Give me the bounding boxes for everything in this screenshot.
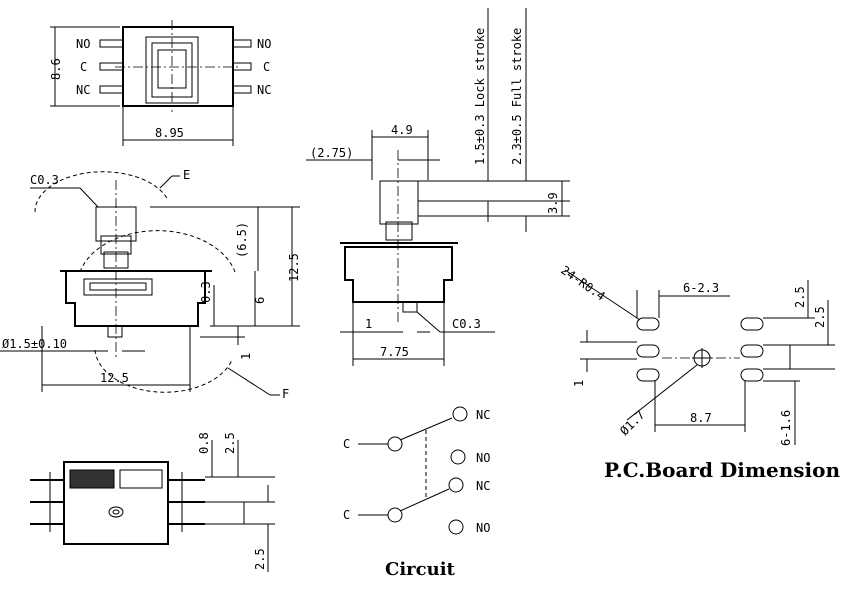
pcb-dim-25a: 2.5 [793,286,807,308]
circuit-title: Circuit [385,559,456,580]
pcb-slots: 6-2.3 [683,281,719,295]
side-chamfer: C0.3 [30,173,59,187]
pcb-title: P.C.Board Dimension [604,458,840,482]
circuit-no1-contact [450,449,466,465]
side-pin [107,325,123,338]
label-nc-right: NC [257,83,271,97]
circuit-c2-contact [387,507,403,523]
pcb-dim-87: 8.7 [690,411,712,425]
circuit-nc1-contact [452,406,468,422]
pcb-hole: Ø1.7 [617,408,647,438]
side-body [65,270,206,327]
bottom-hatched-area [69,469,115,489]
pcb-pad-6 [740,368,764,382]
pcb-dimension: 24-R0.4 6-2.3 2.5 2.5 1 Ø1.7 8.7 6-1.6 P… [558,263,840,482]
pcb-dim-1: 1 [572,380,586,387]
front-chamfer: C0.3 [452,317,481,331]
dim-front-275: (2.75) [310,146,353,160]
pin-c-left [99,62,124,71]
pcb-pad-5 [740,344,764,358]
pin-c-right [232,62,252,71]
dim-side-65: (6.5) [235,222,249,258]
bottom-dim-25a: 2.5 [223,432,237,454]
front-actuator [379,180,419,225]
pcb-dim-25b: 2.5 [813,306,827,328]
front-pin [402,301,418,313]
pin-no-right [232,39,252,48]
pcb-dim-16: 6-1.6 [779,410,793,446]
pcb-pad-2 [636,344,660,358]
top-view-body [122,26,234,107]
dim-side-125v: 12.5 [287,253,301,282]
dim-front-1: 1 [365,317,372,331]
circuit-no2: NO [476,521,490,535]
pin-nc-left [99,85,124,94]
circuit-c2: C [343,508,350,522]
bottom-dim-08: 0.8 [197,432,211,454]
dim-side-03: 0.3 [199,281,213,303]
dim-front-775: 7.75 [380,345,409,359]
dim-front-49: 4.9 [391,123,413,137]
pcb-pad-1 [636,317,660,331]
top-view-actuator-outer [145,36,199,104]
lock-stroke-label: 1.5±0.3 Lock stroke [473,28,487,165]
circuit-nc2: NC [476,479,490,493]
pin-no-left [99,39,124,48]
pcb-pad-4 [740,317,764,331]
detail-f-circle-bottom [94,349,233,393]
circuit-no1: NO [476,451,490,465]
pcb-radius: 24-R0.4 [558,263,607,303]
detail-f-circle-top [79,230,236,273]
detail-f-label: F [282,387,289,401]
top-view: NO C NC NO C NC 8.6 8.95 [49,20,271,146]
side-view: C0.3 E 12.5 (6.5) 6 0.3 1 Ø1.5±0.10 12.5… [0,168,301,401]
dim-side-125h: 12.5 [100,371,129,385]
circuit-no2-contact [448,519,464,535]
dim-side-6: 6 [253,297,267,304]
detail-e-circle [34,171,169,213]
circuit-nc2-contact [448,477,464,493]
circuit-c1-contact [387,436,403,452]
dim-front-39: 3.9 [546,192,560,214]
label-no-left: NO [76,37,90,51]
dim-top-width: 8.95 [155,126,184,140]
circuit: NC NO NC NO C C Circuit [343,406,490,580]
circuit-switch-arm-2 [399,488,450,512]
pcb-pad-3 [636,368,660,382]
bottom-dim-25b: 2.5 [253,548,267,570]
side-pin-diameter: Ø1.5±0.10 [2,337,67,351]
front-body [344,246,453,303]
circuit-c1: C [343,437,350,451]
dim-side-1: 1 [239,353,253,360]
full-stroke-label: 2.3±0.5 Full stroke [510,28,524,165]
dim-top-height: 8.6 [49,58,63,80]
side-window [83,278,153,296]
detail-e-label: E [183,168,190,182]
label-no-right: NO [257,37,271,51]
circuit-nc1: NC [476,408,490,422]
bottom-center-mark [108,506,124,518]
bottom-view: 0.8 2.5 2.5 [30,432,275,572]
label-nc-left: NC [76,83,90,97]
circuit-switch-arm-1 [399,417,453,441]
label-c-right: C [263,60,270,74]
front-view: 4.9 (2.75) 1.5±0.3 Lock stroke 2.3±0.5 F… [306,8,570,366]
pin-nc-right [232,85,252,94]
label-c-left: C [80,60,87,74]
front-actuator-stem [385,221,413,241]
